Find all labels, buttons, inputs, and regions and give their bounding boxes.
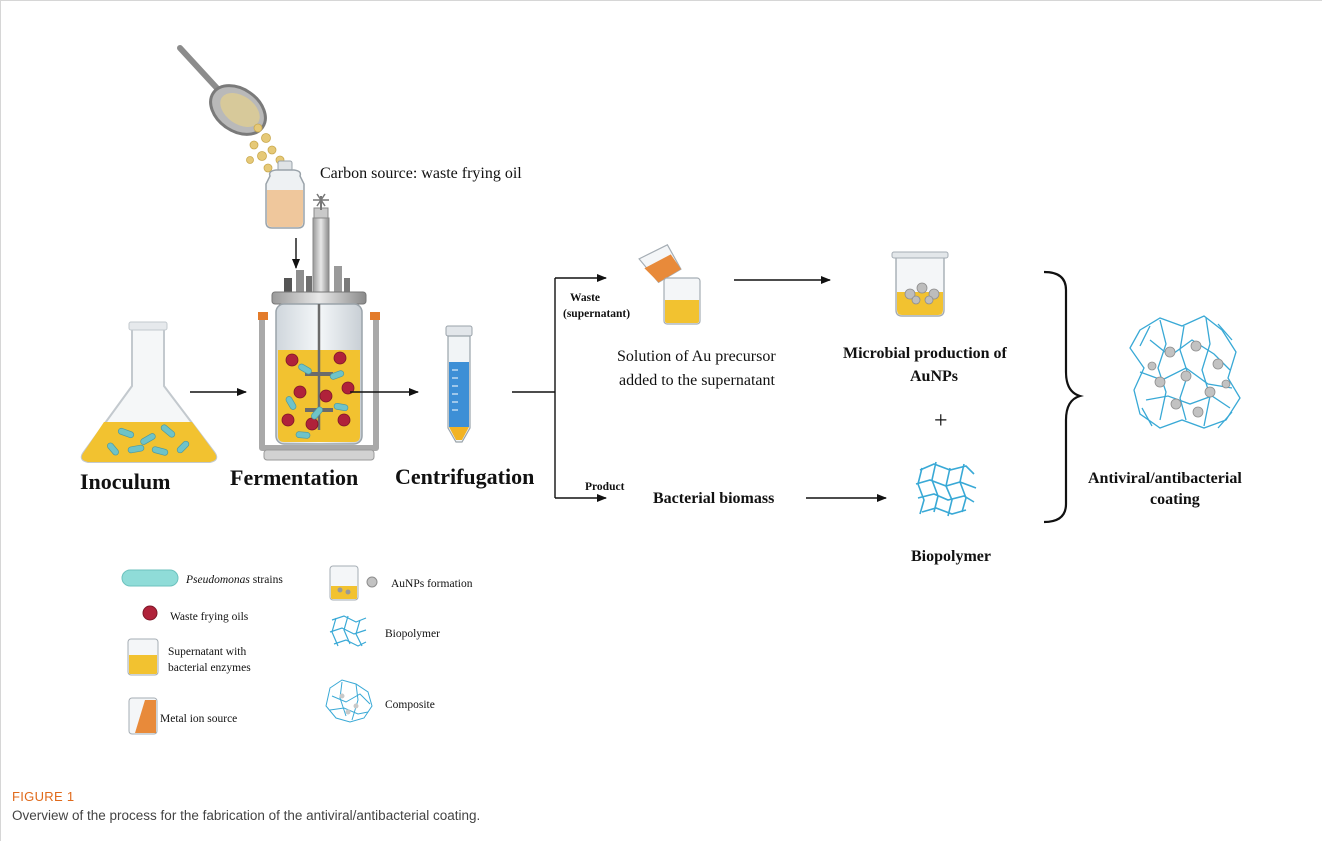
microbial-production-label-line2: AuNPs — [910, 368, 958, 385]
solution-label-line2: added to the supernatant — [619, 372, 776, 389]
centrifuge-tube-icon — [445, 325, 473, 443]
composite-coating-icon — [1129, 315, 1241, 429]
caption-text: Overview of the process for the fabricat… — [12, 808, 481, 823]
aunps-beaker-icon — [891, 251, 949, 317]
supernatant-label: (supernatant) — [563, 308, 630, 320]
coating-label-line1: Antiviral/antibacterial — [1088, 470, 1242, 487]
inoculum-label: Inoculum — [80, 469, 170, 494]
legend-metal-ion-swatch — [128, 697, 158, 735]
legend-biopolymer-swatch — [329, 615, 367, 647]
biopolymer-label: Biopolymer — [911, 548, 991, 565]
legend: Pseudomonas strains Waste frying oils Su… — [121, 565, 473, 735]
product-label: Product — [585, 481, 625, 493]
legend-supernatant-label-line2: bacterial enzymes — [168, 662, 251, 674]
inoculum-flask-icon — [80, 321, 218, 463]
supernatant-beaker-icon — [663, 277, 701, 325]
bacterial-biomass-label: Bacterial biomass — [653, 490, 774, 507]
legend-waste-oils-label: Waste frying oils — [170, 611, 249, 623]
carbon-source-label: Carbon source: waste frying oil — [320, 165, 522, 182]
plus-sign: + — [934, 408, 948, 434]
figure-label: FIGURE 1 — [12, 789, 75, 804]
legend-composite-swatch — [325, 679, 373, 723]
legend-composite-label: Composite — [385, 699, 435, 711]
coating-label-line2: coating — [1150, 491, 1200, 508]
biopolymer-mesh-icon — [915, 461, 977, 517]
split-connector — [512, 274, 607, 502]
legend-pseudomonas-label: Pseudomonas strains — [185, 574, 283, 586]
left-border — [0, 0, 1, 841]
legend-aunps-swatch — [329, 565, 378, 601]
figure-caption: FIGURE 1 Overview of the process for the… — [12, 789, 480, 823]
legend-pseudomonas-swatch — [121, 569, 179, 587]
waste-label: Waste — [570, 292, 600, 304]
solution-label-line1: Solution of Au precursor — [617, 348, 776, 365]
legend-supernatant-swatch — [127, 638, 159, 676]
fermentation-label: Fermentation — [230, 465, 358, 490]
legend-aunps-label: AuNPs formation — [391, 578, 473, 590]
centrifugation-label: Centrifugation — [395, 464, 534, 489]
legend-metal-ion-label: Metal ion source — [160, 713, 237, 725]
legend-oil-droplet-swatch — [142, 605, 158, 621]
microbial-production-label-line1: Microbial production of — [843, 345, 1008, 362]
bioreactor-icon — [258, 193, 380, 461]
top-border — [0, 0, 1322, 1]
legend-biopolymer-label: Biopolymer — [385, 628, 440, 640]
pouring-beaker-icon — [638, 243, 682, 284]
legend-supernatant-label-line1: Supernatant with — [168, 646, 246, 658]
oil-bottle-icon — [265, 160, 305, 229]
sieve-icon — [177, 45, 267, 136]
brace — [1043, 270, 1084, 524]
